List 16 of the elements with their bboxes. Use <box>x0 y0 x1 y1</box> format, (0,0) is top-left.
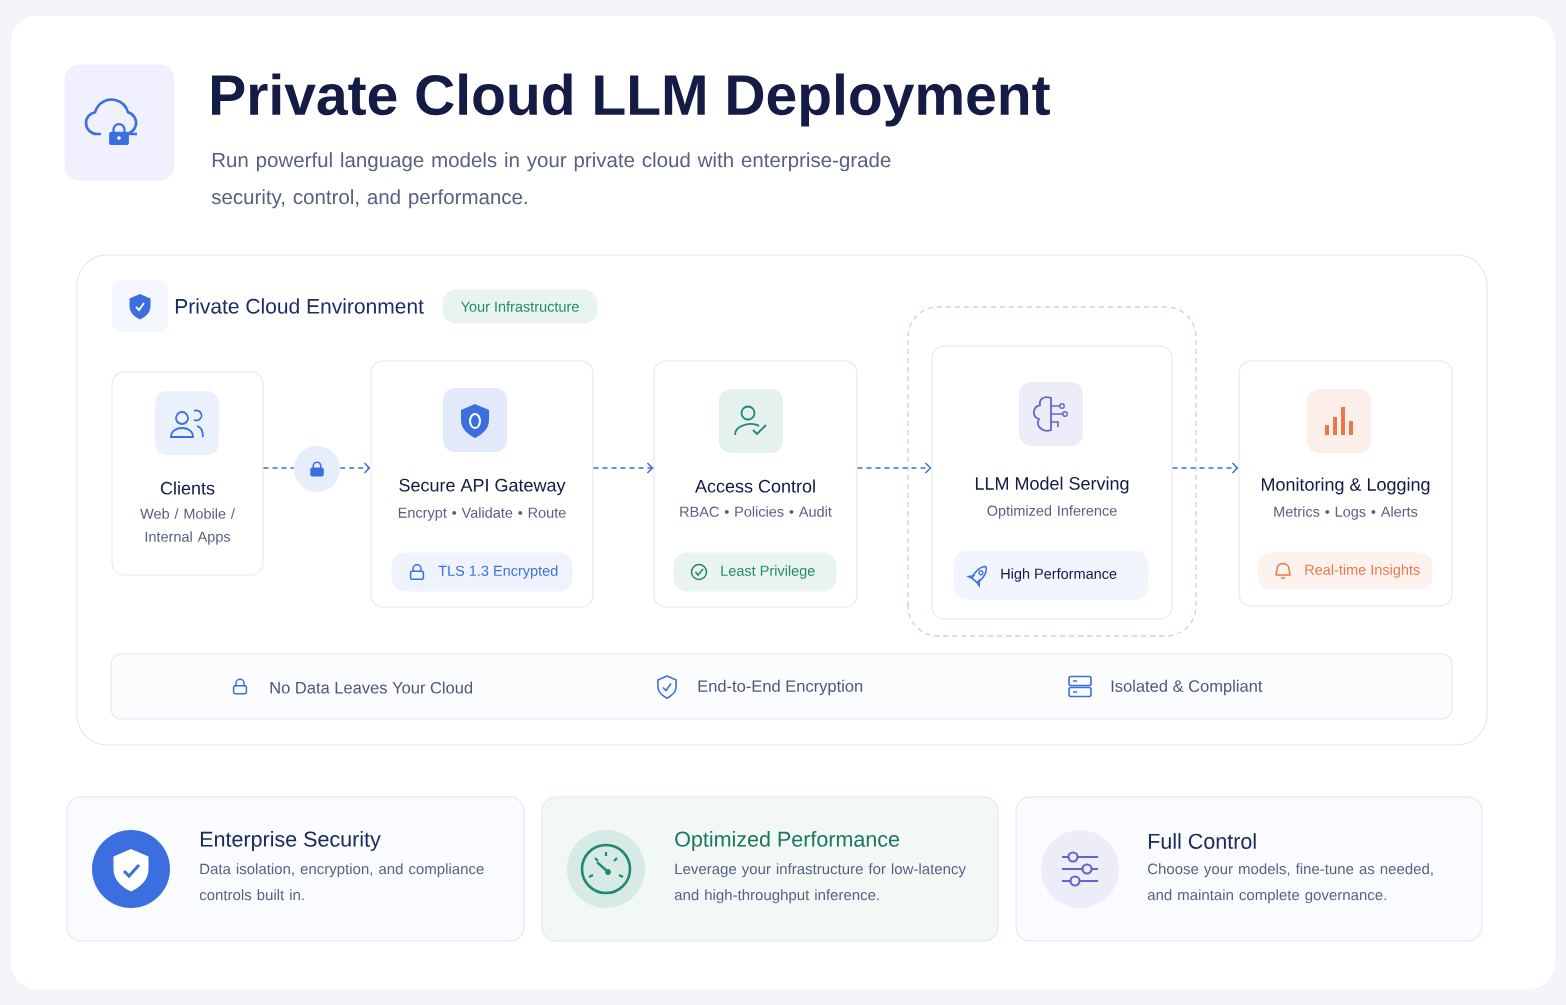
lock-circle <box>294 446 340 492</box>
badge: Least Privilege <box>673 552 837 592</box>
badge: Real-time Insights <box>1257 552 1433 590</box>
feature-card: Enterprise Security Data isolation, encryption, and compliance controls built in. <box>66 796 525 942</box>
arrow <box>339 462 371 474</box>
badge: Your Infrastructure <box>442 289 598 324</box>
badge: TLS 1.3 Encrypted <box>391 552 573 592</box>
badge: High Performance <box>953 550 1149 600</box>
subtitle: Run powerful language models in your private cloud with enterprise-grade security, control, and performance. <box>211 152 891 209</box>
arrow <box>856 462 932 474</box>
feature-card: Full Control Choose your models, fine-tune as needed, and maintain complete governance. <box>1015 796 1483 942</box>
feature-card: Optimized Performance Leverage your infrastructure for low-latency and high-throughput inference. <box>541 796 999 942</box>
arrow <box>592 462 654 474</box>
arrow <box>1171 462 1239 474</box>
title: Private Cloud LLM Deployment <box>212 73 1050 127</box>
feature-strip: No Data Leaves Your Cloud End-to-End Encryption Isolated & Compliant <box>110 653 1453 720</box>
